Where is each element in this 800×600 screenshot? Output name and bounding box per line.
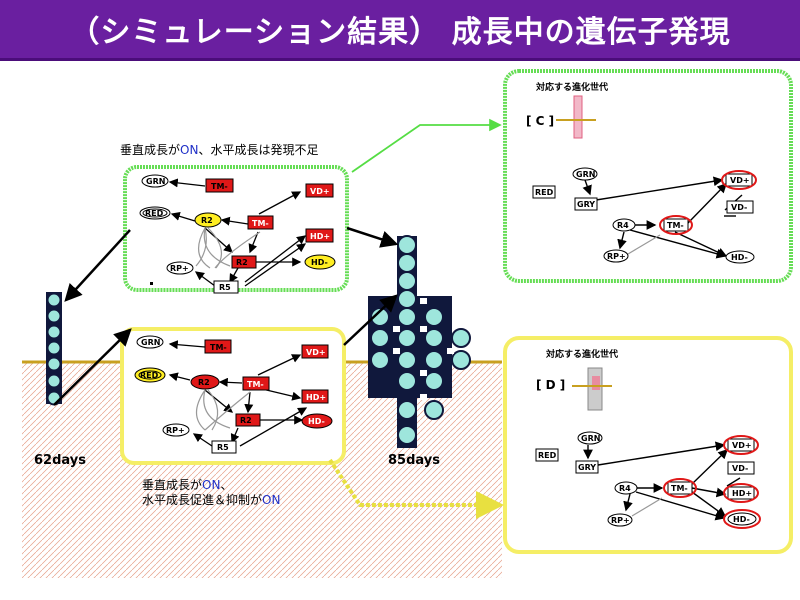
arrow-green-to-85	[346, 226, 399, 248]
svg-text:TM-: TM-	[252, 219, 269, 228]
title-bar: （シミュレーション結果） 成長中の遺伝子発現	[0, 0, 800, 61]
arrow-green-to-panel-c	[351, 118, 502, 173]
svg-text:VD-: VD-	[731, 203, 747, 212]
svg-text:TM-: TM-	[667, 221, 684, 230]
svg-text:R2: R2	[240, 416, 252, 425]
svg-text:RED: RED	[538, 451, 557, 460]
svg-text:GRN: GRN	[141, 338, 160, 347]
panel-d-label: [ D ]	[536, 378, 566, 392]
svg-text:RP+: RP+	[611, 516, 630, 525]
network-c: GRN RED GRY R4 TM- VD+ VD- RP+ HD-	[532, 95, 757, 264]
svg-text:TM-: TM-	[671, 484, 688, 493]
panel-d-frame	[503, 336, 793, 554]
svg-text:VD+: VD+	[732, 441, 752, 450]
svg-text:TM-: TM-	[247, 380, 264, 389]
svg-text:VD+: VD+	[730, 176, 750, 185]
svg-text:RED: RED	[145, 209, 164, 218]
svg-text:GRY: GRY	[577, 200, 595, 209]
arrow-yellow-to-panel-d	[328, 458, 504, 519]
note-bottom: 垂直成長がON、 水平成長促進＆抑制がON	[142, 478, 281, 507]
plant-62days	[46, 292, 62, 406]
svg-text:R2: R2	[236, 258, 248, 267]
arrow-yellow-to-85	[343, 294, 398, 346]
svg-text:RP+: RP+	[170, 264, 189, 273]
svg-text:R2: R2	[201, 216, 213, 225]
svg-text:HD+: HD+	[310, 232, 330, 241]
node-grn: GRN	[146, 177, 165, 186]
panel-d-caption: 対応する進化世代	[546, 350, 619, 360]
arrow-green-to-62	[64, 229, 131, 302]
note-top: 垂直成長がON、水平成長は発現不足	[120, 143, 319, 157]
svg-text:VD+: VD+	[306, 348, 326, 357]
svg-text:HD-: HD-	[733, 515, 750, 524]
svg-text:VD-: VD-	[732, 464, 748, 473]
svg-text:HD-: HD-	[731, 253, 748, 262]
svg-text:GRN: GRN	[581, 434, 600, 443]
svg-text:GRY: GRY	[578, 463, 596, 472]
svg-text:R5: R5	[217, 443, 229, 452]
panel-c-caption: 対応する進化世代	[536, 83, 609, 93]
network-d: GRN RED GRY R4 TM- VD+ VD- HD+ RP+ HD-	[535, 367, 761, 529]
svg-text:R4: R4	[617, 221, 629, 230]
panel-c-label: [ C ]	[526, 114, 555, 128]
svg-text:RP+: RP+	[607, 252, 626, 261]
svg-text:R5: R5	[219, 283, 231, 292]
plant-85days	[368, 235, 471, 448]
label-85days: 85days	[388, 453, 440, 468]
svg-text:RED: RED	[535, 188, 554, 197]
svg-text:RP+: RP+	[166, 426, 185, 435]
label-62days: 62days	[34, 453, 86, 468]
svg-text:VD+: VD+	[310, 187, 330, 196]
arrow-62-to-yellow	[53, 328, 132, 406]
svg-text:TM-: TM-	[211, 182, 228, 191]
svg-text:R4: R4	[619, 484, 631, 493]
svg-text:HD+: HD+	[732, 489, 752, 498]
svg-text:RED: RED	[140, 371, 159, 380]
svg-text:HD-: HD-	[308, 417, 325, 426]
network-yellow: GRN RED TM- VD+ R2 TM- HD+ R2 HD- RP+ R5	[134, 335, 333, 454]
page-title: （シミュレーション結果） 成長中の遺伝子発現	[69, 15, 731, 50]
svg-text:GRN: GRN	[576, 170, 595, 179]
network-green: GRN RED TM- VD+ R2 TM- HD+ R2 HD- RP+ R5	[139, 174, 336, 294]
svg-text:TM-: TM-	[210, 343, 227, 352]
svg-text:HD+: HD+	[306, 393, 326, 402]
svg-text:R2: R2	[198, 378, 210, 387]
svg-text:HD-: HD-	[311, 258, 328, 267]
